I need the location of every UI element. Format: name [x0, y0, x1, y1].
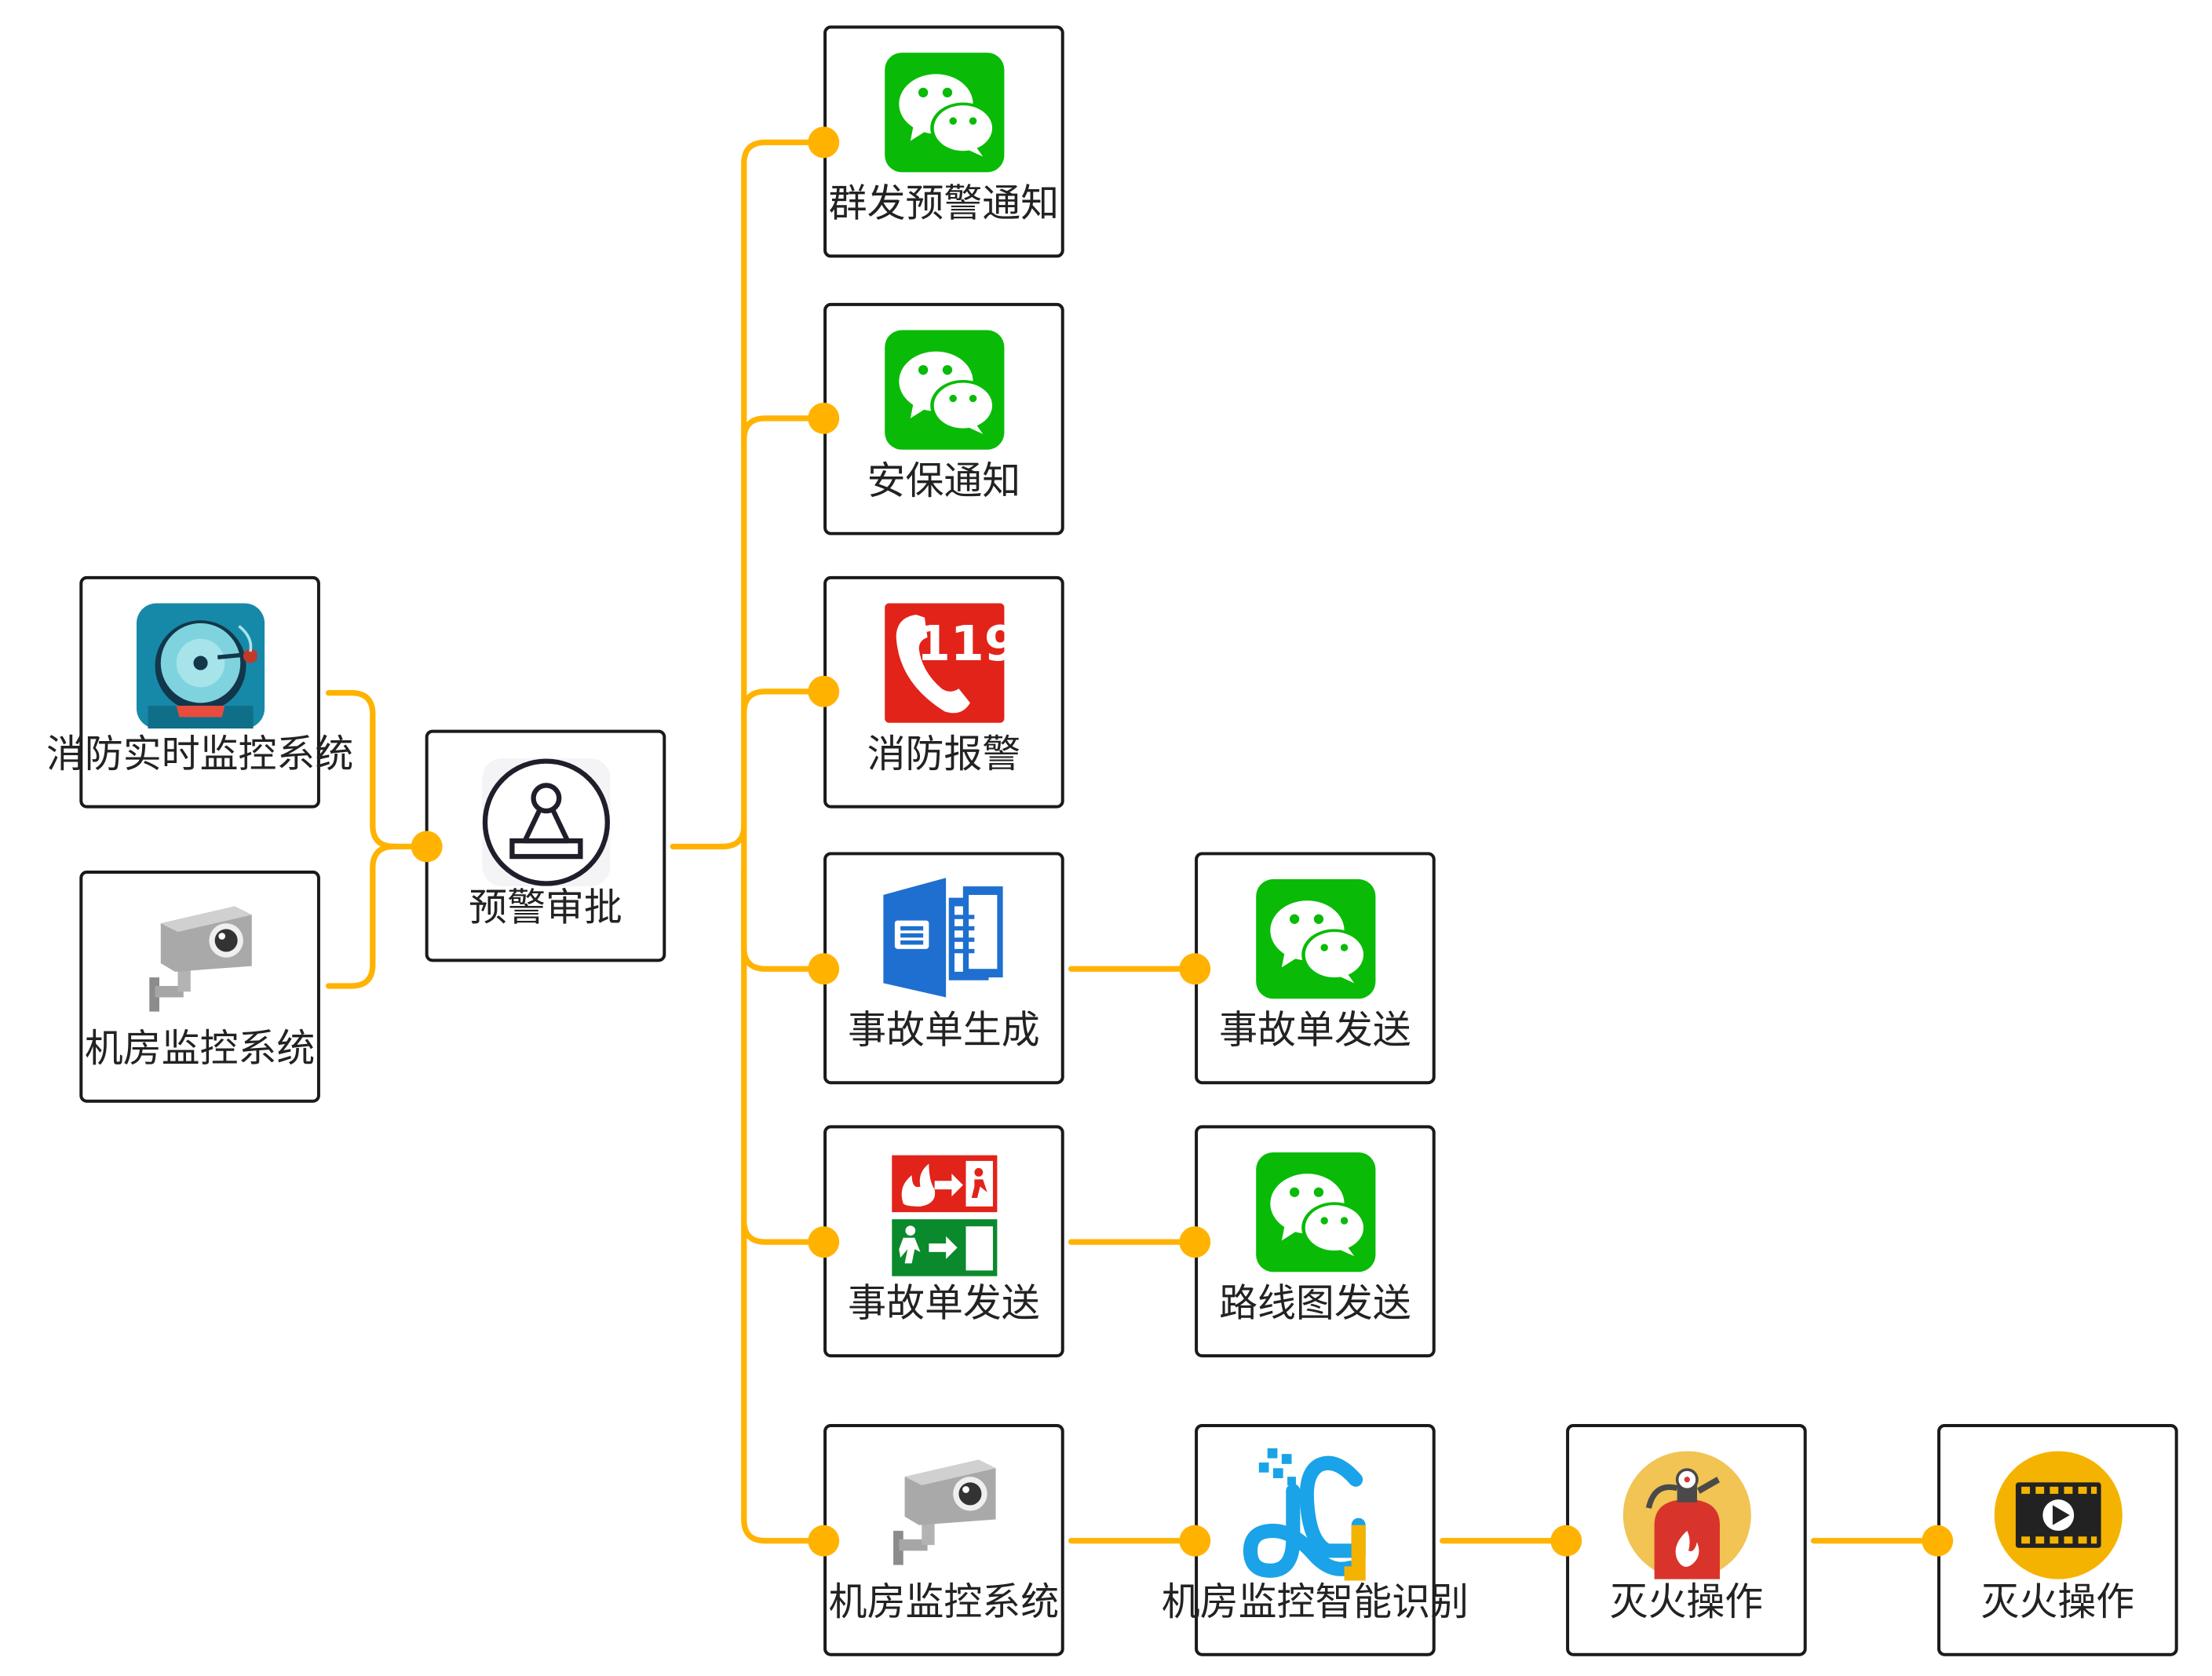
connector-branch-1 [741, 139, 826, 167]
connector-branch-3 [741, 688, 826, 716]
connector-dot [1550, 1524, 1582, 1557]
node-label-extinguish-a: 灭火操作 [1610, 1579, 1764, 1624]
video-play-icon [1994, 1451, 2123, 1579]
node-label-approval: 预警审批 [469, 885, 622, 930]
wechat-icon [885, 53, 1005, 173]
wechat-icon [885, 330, 1005, 450]
node-boxes [79, 25, 2178, 1656]
connector-room-monitor [325, 843, 397, 989]
connector-dot [808, 1524, 840, 1557]
node-label-fire-monitor: 消防实时监控系统 [46, 732, 353, 776]
node-label-group-notify: 群发预警通知 [829, 181, 1059, 226]
document-icon [883, 878, 1003, 998]
node-label-ticket-generate: 事故单生成 [848, 1007, 1040, 1052]
connector-approval-out [670, 822, 747, 849]
connector-lines [325, 139, 1940, 1544]
dc-logo-icon [1243, 1448, 1366, 1581]
connector-dot [808, 1226, 840, 1258]
node-label-route-send: 路线图发送 [1219, 1280, 1411, 1325]
connector-dot [411, 831, 443, 863]
connector-dot [808, 675, 840, 707]
connector-branch-6 [741, 1516, 826, 1544]
security-camera-icon [885, 1454, 1005, 1574]
node-label-room-monitor-b: 机房监控系统 [829, 1579, 1059, 1624]
fire-extinguisher-icon [1622, 1451, 1751, 1579]
fire-phone-119-text: 119 [917, 615, 1018, 672]
node-label-smart-recognition: 机房监控智能识别 [1162, 1579, 1469, 1624]
fire-exit-sign-icon [892, 1155, 998, 1276]
node-label-extinguish-b: 灭火操作 [1981, 1579, 2135, 1624]
node-label-security-notify: 安保通知 [867, 458, 1021, 503]
fire-phone-119-icon: 119 [885, 603, 1018, 723]
node-label-room-monitor: 机房监控系统 [85, 1026, 315, 1071]
approval-stamp-icon [482, 758, 611, 887]
connector-dot [1179, 953, 1211, 985]
connector-dots [411, 126, 1954, 1557]
wechat-icon [1256, 1152, 1376, 1273]
connector-dot [808, 953, 840, 985]
connector-branch-2 [741, 415, 826, 443]
alarm-bell-icon [136, 603, 265, 728]
wechat-icon [1256, 879, 1376, 999]
connector-dot [1179, 1226, 1211, 1258]
connector-dot [808, 126, 840, 159]
connector-dot [1922, 1524, 1954, 1557]
connector-branch-4 [741, 864, 826, 972]
connector-branch-5 [741, 1218, 826, 1245]
node-label-ticket-send: 事故单发送 [1219, 1007, 1411, 1052]
node-label-fire-alarm: 消防报警 [867, 732, 1021, 776]
node-label-evac-ticket-send: 事故单发送 [848, 1280, 1040, 1325]
connector-dot [1179, 1524, 1211, 1557]
connector-dot [808, 402, 840, 434]
security-camera-icon [141, 900, 261, 1021]
